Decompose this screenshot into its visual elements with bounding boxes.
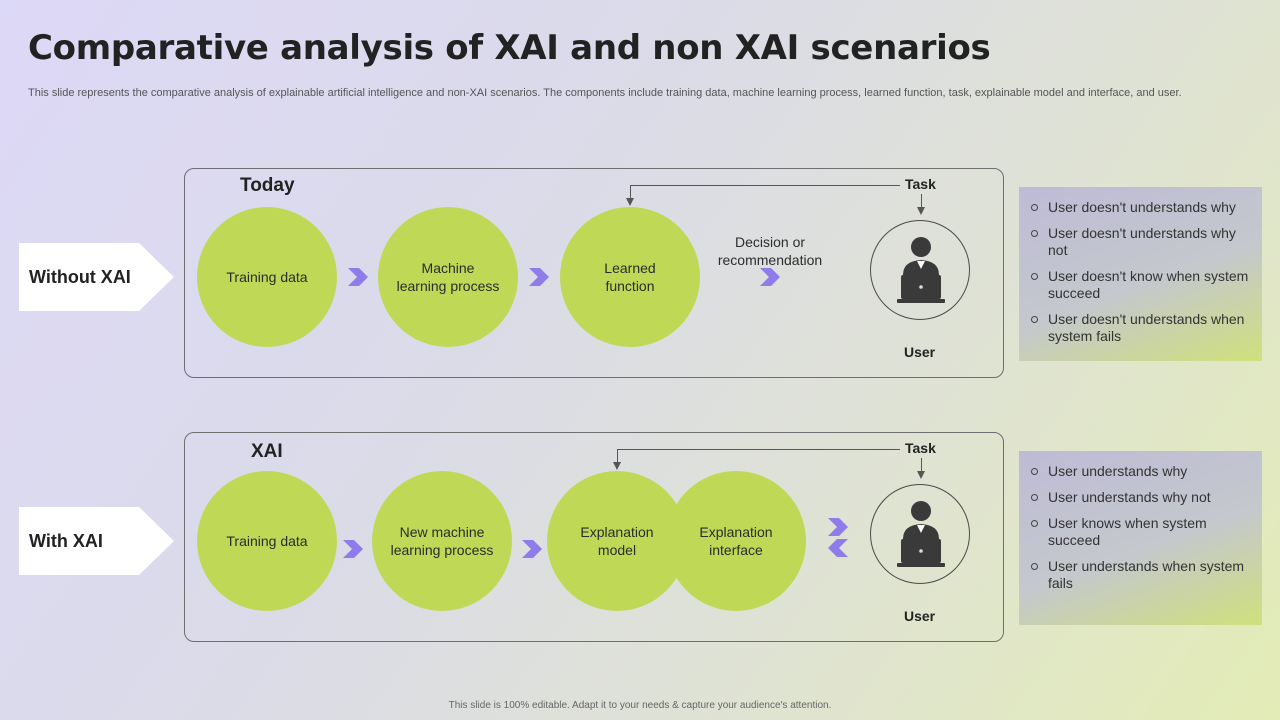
panel-title-xai: XAI: [251, 441, 283, 462]
circle-bullet-icon: [1031, 468, 1038, 475]
with-xai-points: User understands why User understands wh…: [1019, 451, 1262, 625]
chevron-right-icon: [522, 540, 542, 558]
with-xai-panel: XAI Training data New machine learning p…: [184, 432, 1004, 642]
chevron-right-icon: [828, 518, 848, 536]
task-arrow-line: [921, 458, 923, 472]
panel-title-today: Today: [240, 175, 295, 196]
user-with-laptop-icon: [897, 501, 945, 567]
new-ml-process-circle: New machine learning process: [372, 471, 512, 611]
arrow-down-icon: [917, 207, 925, 215]
user-icon-ring: [870, 484, 970, 584]
without-xai-tag: Without XAI: [19, 243, 174, 311]
circle-bullet-icon: [1031, 230, 1038, 237]
page-subtitle: This slide represents the comparative an…: [28, 87, 1182, 99]
circle-bullet-icon: [1031, 316, 1038, 323]
chevron-right-icon: [760, 268, 780, 286]
user-label: User: [904, 608, 936, 624]
circle-bullet-icon: [1031, 563, 1038, 570]
list-item: User understands why: [1031, 463, 1252, 480]
task-label: Task: [905, 176, 936, 192]
without-xai-points: User doesn't understands why User doesn'…: [1019, 187, 1262, 361]
circle-bullet-icon: [1031, 494, 1038, 501]
list-item: User doesn't understands why not: [1031, 225, 1252, 259]
circle-bullet-icon: [1031, 204, 1038, 211]
list-item: User knows when system succeed: [1031, 515, 1252, 549]
user-with-laptop-icon: [897, 237, 945, 303]
arrow-down-icon: [626, 198, 634, 206]
chevron-right-icon: [529, 268, 549, 286]
explanation-model-circle: Explanation model: [547, 471, 687, 611]
task-feedback-line: [617, 449, 619, 463]
user-icon-ring: [870, 220, 970, 320]
task-feedback-line: [617, 449, 900, 451]
circle-bullet-icon: [1031, 520, 1038, 527]
learned-function-circle: Learned function: [560, 207, 700, 347]
task-label: Task: [905, 440, 936, 456]
decision-label: Decision or recommendation: [717, 234, 823, 268]
explanation-interface-circle: Explanation interface: [666, 471, 806, 611]
list-item: User understands when system fails: [1031, 558, 1252, 592]
task-feedback-line: [630, 185, 900, 187]
with-xai-tag: With XAI: [19, 507, 174, 575]
arrow-down-icon: [613, 462, 621, 470]
list-item: User doesn't know when system succeed: [1031, 268, 1252, 302]
chevron-right-icon: [348, 268, 368, 286]
list-item: User understands why not: [1031, 489, 1252, 506]
chevron-right-icon: [343, 540, 363, 558]
without-xai-panel: Today Training data Machine learning pro…: [184, 168, 1004, 378]
ml-process-circle: Machine learning process: [378, 207, 518, 347]
arrow-down-icon: [917, 471, 925, 479]
circle-bullet-icon: [1031, 273, 1038, 280]
chevron-left-icon: [828, 539, 848, 557]
list-item: User doesn't understands when system fai…: [1031, 311, 1252, 345]
training-data-circle: Training data: [197, 207, 337, 347]
footer-note: This slide is 100% editable. Adapt it to…: [448, 700, 832, 711]
list-item: User doesn't understands why: [1031, 199, 1252, 216]
user-label: User: [904, 344, 936, 360]
task-arrow-line: [921, 194, 923, 208]
page-title: Comparative analysis of XAI and non XAI …: [28, 28, 991, 68]
task-feedback-line: [630, 185, 632, 199]
training-data-circle: Training data: [197, 471, 337, 611]
